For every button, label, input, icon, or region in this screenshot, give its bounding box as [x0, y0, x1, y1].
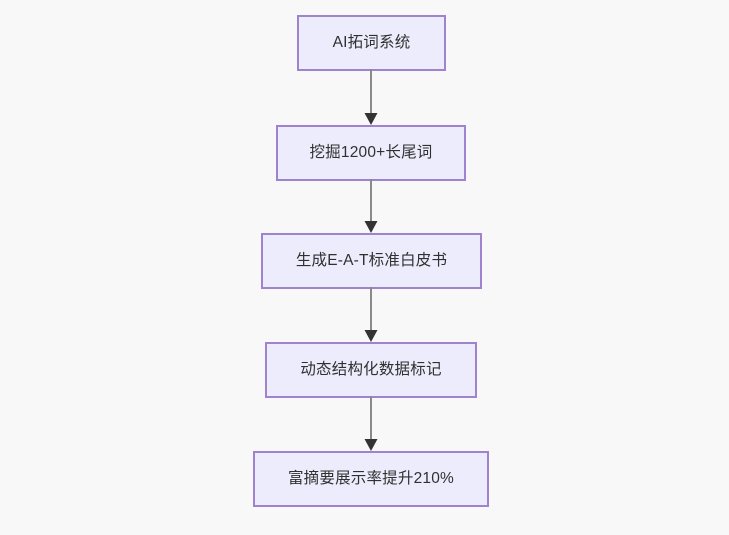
flowchart-node-rich-snippet-impression-lift[interactable]: 富摘要展示率提升210%: [253, 451, 489, 507]
arrow-down-icon: [364, 221, 378, 233]
arrow-down-icon: [364, 113, 378, 125]
node-label: 动态结构化数据标记: [300, 360, 442, 378]
node-label: AI拓词系统: [332, 33, 411, 51]
arrow-down-icon: [364, 439, 378, 451]
node-label: 生成E-A-T标准白皮书: [295, 251, 448, 269]
flowchart-node-dynamic-structured-data-markup[interactable]: 动态结构化数据标记: [265, 342, 477, 398]
flowchart-node-generate-eat-whitepaper[interactable]: 生成E-A-T标准白皮书: [261, 233, 482, 289]
flowchart-edge-n1-n2: [364, 179, 378, 233]
node-label: 挖掘1200+长尾词: [309, 143, 433, 161]
flowchart-node-ai-keyword-system[interactable]: AI拓词系统: [297, 15, 446, 71]
flowchart-node-mine-longtail-keywords[interactable]: 挖掘1200+长尾词: [276, 125, 466, 181]
node-label: 富摘要展示率提升210%: [287, 469, 455, 487]
arrow-down-icon: [364, 330, 378, 342]
flowchart-edge-n0-n1: [364, 69, 378, 125]
flowchart-edge-n3-n4: [364, 396, 378, 451]
flowchart-edge-n2-n3: [364, 287, 378, 342]
